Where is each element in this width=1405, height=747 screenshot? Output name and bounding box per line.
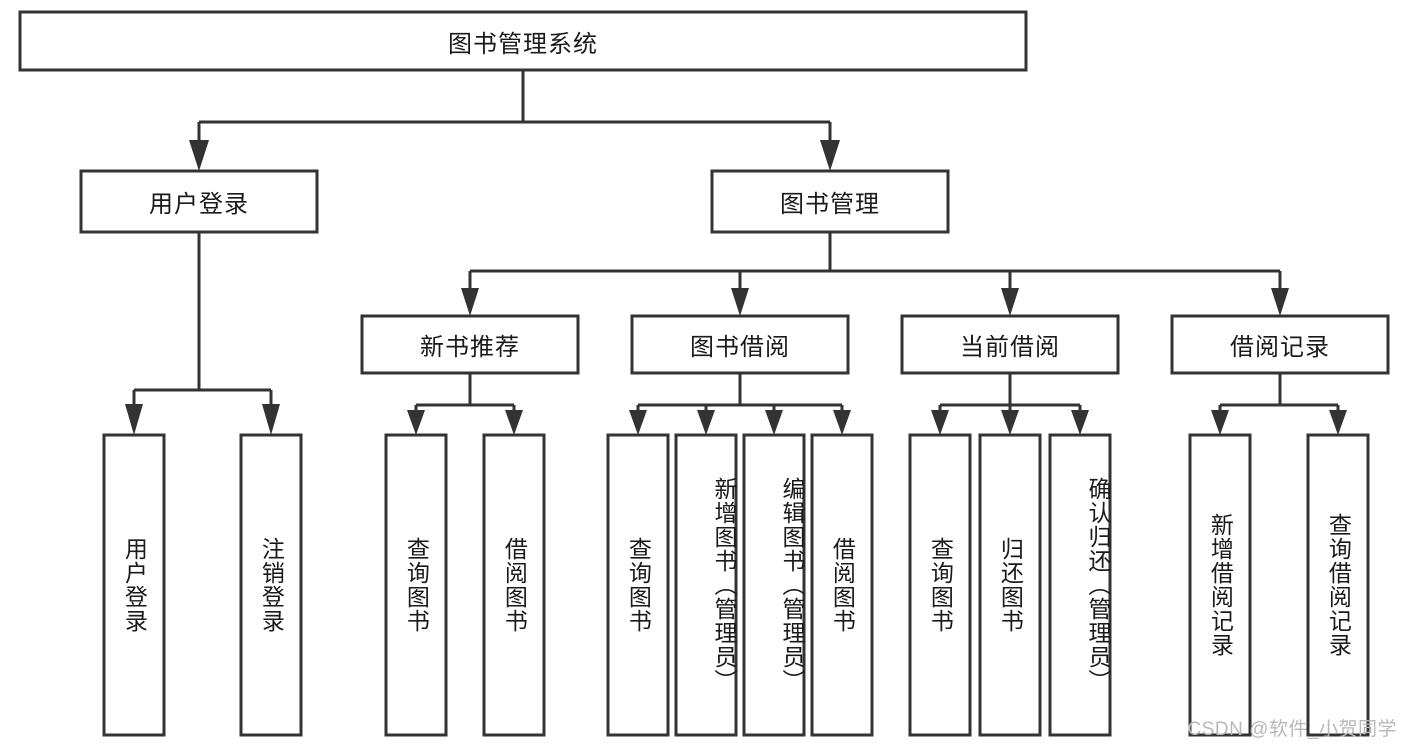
leaf-box-new-book-rec-1[interactable] [482,433,546,737]
node-box-current-borrow[interactable] [900,314,1120,375]
leaf-box-user-login-0[interactable] [102,433,166,737]
arrow-head-leaf-book-borrow-1 [697,410,715,435]
arrow-head-leaf-user-login-0 [125,404,143,435]
arrow-head-leaf-current-borrow-1 [1001,410,1019,435]
arrow-head-leaf-new-book-rec-1 [505,410,523,435]
leaf-box-book-borrow-0[interactable] [606,433,670,737]
leaf-box-book-borrow-1[interactable] [674,433,738,737]
arrow-head-user-login [189,140,209,171]
arrow-head-book-borrow [731,288,749,316]
leaf-box-user-login-1[interactable] [239,433,303,737]
arrow-head-borrow-record [1271,288,1289,316]
node-box-book-manage[interactable] [710,169,950,234]
node-box-new-book-rec[interactable] [360,314,580,375]
arrow-head-leaf-book-borrow-2 [765,410,783,435]
arrow-head-leaf-book-borrow-3 [833,410,851,435]
leaf-box-book-borrow-2[interactable] [742,433,806,737]
watermark: CSDN @软件_小贺同学 [1187,719,1397,740]
arrow-head-leaf-current-borrow-0 [931,410,949,435]
node-box-user-login[interactable] [79,169,319,234]
arrow-head-leaf-user-login-1 [262,404,280,435]
node-box-book-borrow[interactable] [630,314,850,375]
arrow-head-leaf-borrow-record-0 [1211,410,1229,435]
leaf-box-new-book-rec-0[interactable] [384,433,448,737]
arrow-head-leaf-new-book-rec-0 [407,410,425,435]
arrow-head-leaf-borrow-record-1 [1329,410,1347,435]
arrow-head-leaf-book-borrow-0 [629,410,647,435]
leaf-box-current-borrow-0[interactable] [908,433,972,737]
node-box-borrow-record[interactable] [1170,314,1390,375]
leaf-box-borrow-record-0[interactable] [1188,433,1252,737]
leaf-box-current-borrow-2[interactable] [1048,433,1112,737]
leaf-box-borrow-record-1[interactable] [1306,433,1370,737]
arrow-head-book-manage [820,140,840,171]
leaf-box-current-borrow-1[interactable] [978,433,1042,737]
node-box-root[interactable] [18,10,1028,72]
arrow-head-current-borrow [1001,288,1019,316]
arrow-head-new-book-rec [461,288,479,316]
arrow-head-leaf-current-borrow-2 [1071,410,1089,435]
leaf-box-book-borrow-3[interactable] [810,433,874,737]
